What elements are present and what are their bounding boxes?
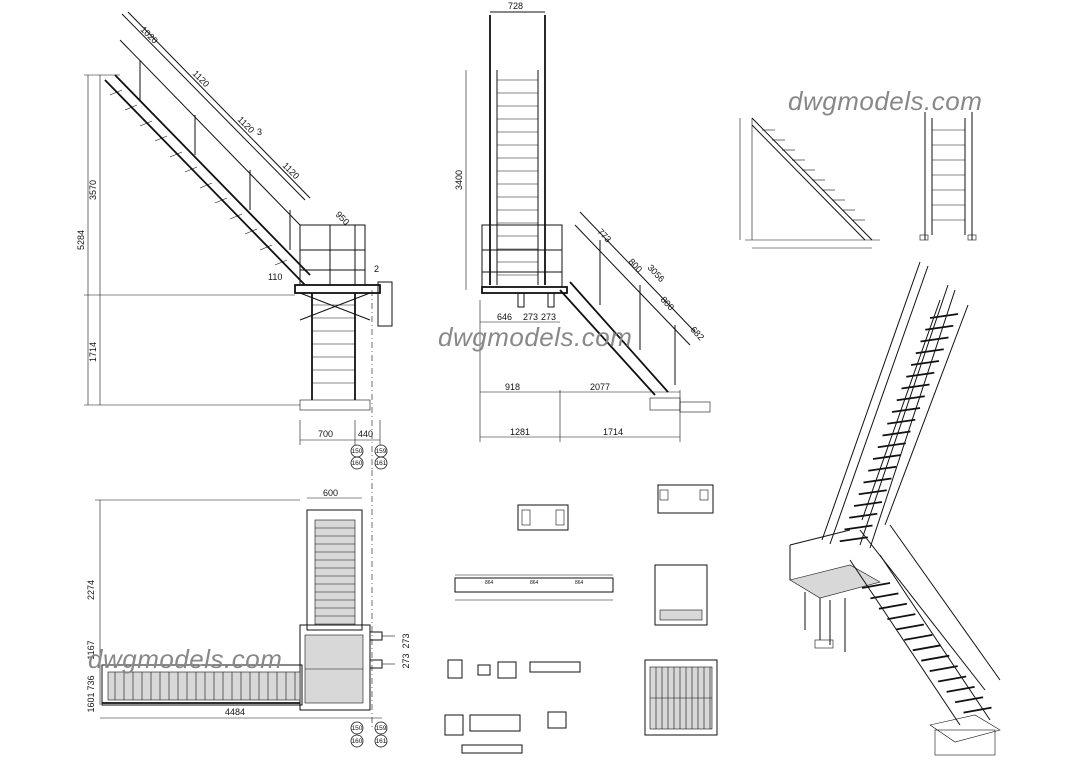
callout-bubble: 159 bbox=[376, 448, 387, 455]
drawing-line bbox=[901, 383, 930, 390]
front-rail-dim: 773 bbox=[596, 227, 614, 245]
side-height-lower: 1714 bbox=[88, 342, 98, 362]
front-height: 3400 bbox=[454, 170, 464, 190]
side-rail-dim: 950 bbox=[334, 209, 352, 227]
side-height-total: 5284 bbox=[76, 230, 86, 250]
plan-view: 600 2274 1167 736 601 1 273 273 4484 150… bbox=[86, 470, 411, 748]
isometric-view bbox=[789, 261, 1001, 756]
small-front-detail bbox=[919, 112, 977, 241]
small-side-detail bbox=[739, 117, 880, 249]
drawing-line bbox=[887, 418, 916, 425]
side-base-dim: 440 bbox=[358, 429, 373, 439]
drawing-line bbox=[849, 512, 878, 519]
drawing-line bbox=[929, 665, 958, 672]
drawing-line bbox=[858, 489, 887, 496]
drawing-line bbox=[853, 501, 883, 507]
front-top-width: 728 bbox=[508, 1, 523, 11]
front-rail-dim: 682 bbox=[689, 325, 707, 343]
callout-bubble: 161 bbox=[376, 738, 387, 745]
watermark: dwgmodels.com bbox=[788, 86, 982, 116]
front-base-dim: 1714 bbox=[603, 427, 623, 437]
callout-bubble: 150 bbox=[352, 448, 363, 455]
drawing-line bbox=[877, 442, 906, 449]
callout-bubble: 160 bbox=[352, 738, 363, 745]
drawing-line bbox=[887, 613, 916, 621]
side-elevation: 3570 5284 1714 1020 1120 1120 1120 950 1… bbox=[76, 11, 393, 470]
drawing-line bbox=[891, 407, 921, 413]
front-base-dim: 1281 bbox=[510, 427, 530, 437]
drawing-line bbox=[912, 644, 941, 652]
plan-left-dim: 1167 bbox=[86, 640, 96, 659]
drawing-line bbox=[937, 675, 967, 683]
watermark: dwgmodels.com bbox=[88, 644, 282, 674]
drawing-line bbox=[870, 592, 899, 600]
front-landing-dim: 273 bbox=[523, 312, 538, 322]
front-rail-dim: 800 bbox=[627, 257, 645, 275]
plan-height: 2274 bbox=[86, 580, 96, 600]
beam-dim: 864 bbox=[530, 580, 539, 586]
plan-left-dim: 1 bbox=[86, 707, 96, 712]
drawing-line bbox=[954, 696, 984, 704]
callout-bubble: 160 bbox=[352, 460, 363, 467]
drawing-line bbox=[861, 582, 891, 589]
drawing-line bbox=[929, 313, 959, 319]
watermark: dwgmodels.com bbox=[438, 322, 632, 352]
front-rail-dim: 3056 bbox=[646, 263, 667, 284]
side-base-dim: 700 bbox=[318, 429, 333, 439]
plan-length: 4484 bbox=[225, 707, 245, 717]
drawing-line bbox=[868, 465, 897, 472]
drawing-line bbox=[839, 536, 868, 543]
drawing-line bbox=[925, 324, 954, 331]
drawing-line bbox=[963, 706, 992, 714]
plan-right-dim: 273 bbox=[401, 653, 411, 668]
side-small-dim: 110 bbox=[268, 272, 282, 282]
callout-bubble: 150 bbox=[352, 725, 363, 732]
side-rail-dim: 1020 bbox=[139, 24, 160, 45]
plan-left-dim: 601 bbox=[86, 692, 96, 707]
plan-right-dim: 273 bbox=[401, 633, 411, 648]
drawing-line bbox=[921, 654, 950, 662]
section-details: 864 864 864 bbox=[444, 484, 718, 754]
callout-bubble: 159 bbox=[376, 725, 387, 732]
drawing-line bbox=[872, 454, 902, 460]
drawing-line bbox=[904, 634, 933, 641]
drawing-line bbox=[906, 371, 935, 378]
beam-dim: 864 bbox=[575, 580, 584, 586]
side-height-upper: 3570 bbox=[88, 180, 98, 200]
front-landing-dim: 273 bbox=[541, 312, 556, 322]
drawing-line bbox=[882, 430, 911, 437]
drawing-line bbox=[910, 360, 940, 366]
drawing-line bbox=[920, 336, 949, 343]
drawing-line bbox=[844, 524, 873, 531]
front-landing-dim: 646 bbox=[497, 312, 512, 322]
side-section-mark: 3 bbox=[257, 127, 262, 137]
beam-dim: 864 bbox=[485, 580, 494, 586]
front-elevation: 728 3400 773 800 3056 800 682 646 273 2 bbox=[454, 1, 711, 442]
drawing-line bbox=[896, 395, 925, 402]
front-mid-dim: 918 bbox=[505, 382, 520, 392]
plan-top-width: 600 bbox=[323, 488, 338, 498]
drawing-line bbox=[946, 685, 975, 693]
plan-left-dim: 736 bbox=[86, 675, 96, 690]
drawing-line bbox=[915, 348, 944, 355]
front-mid-dim: 2077 bbox=[590, 382, 610, 392]
callout-bubble: 161 bbox=[376, 460, 387, 467]
drawing-line bbox=[878, 602, 908, 610]
drawing-line bbox=[863, 477, 892, 484]
side-small-dim: 2 bbox=[374, 264, 379, 274]
drawing-line bbox=[895, 623, 925, 631]
